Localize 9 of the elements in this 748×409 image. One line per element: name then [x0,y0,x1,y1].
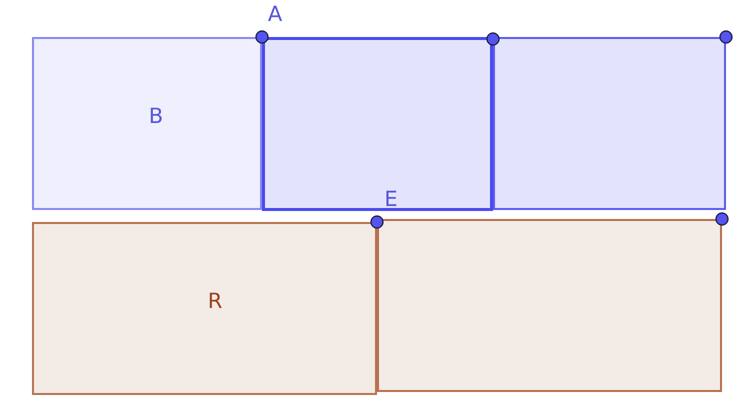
rectangle [377,219,722,392]
rectangle [493,37,726,210]
rectangle [262,37,493,211]
rectangle-label: R [208,289,222,313]
rectangle [32,222,377,395]
rectangle [32,37,262,210]
point-label: A [268,2,282,26]
point-label: E [384,187,398,211]
rectangle-label: B [148,104,164,128]
